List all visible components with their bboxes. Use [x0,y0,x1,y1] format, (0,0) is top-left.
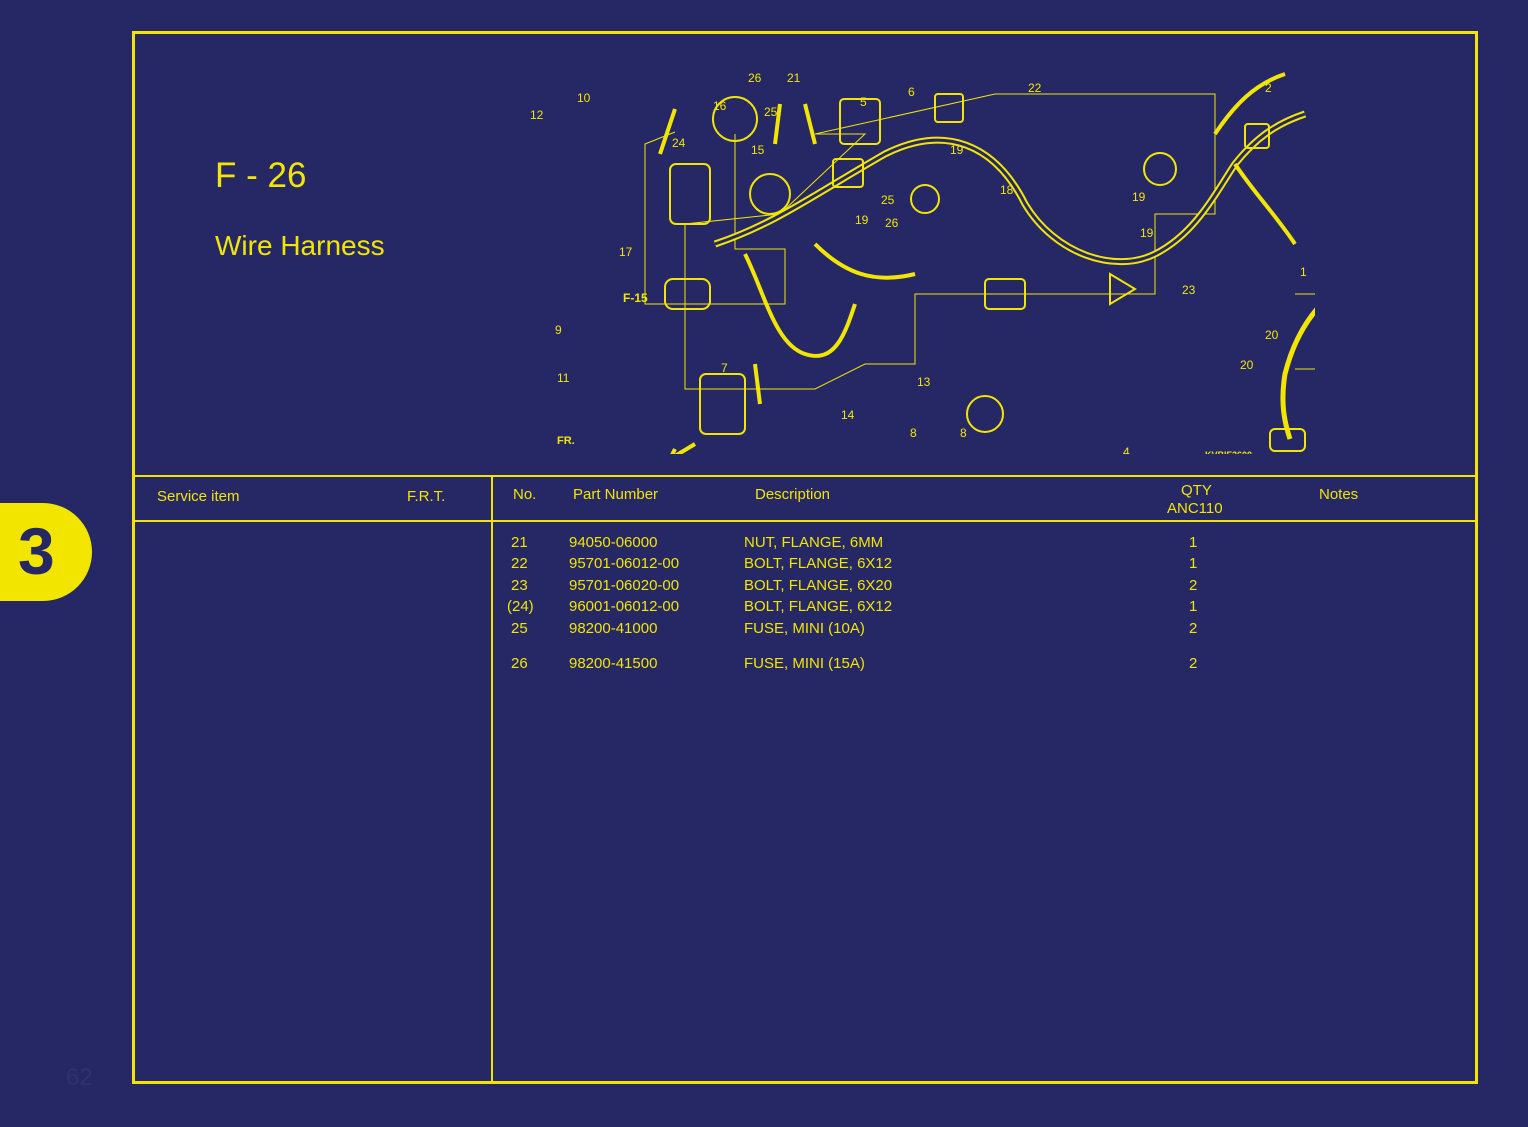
diagram-callout: 18 [1000,183,1014,197]
row-part-number: 98200-41500 [569,655,658,672]
row-no: 23 [511,577,528,594]
diagram-callout: 8 [910,426,917,440]
section-tab: 3 [0,503,92,601]
diagram-callout: 11 [557,371,570,385]
diagram-callout: 23 [790,453,804,454]
diagram-callout: 15 [751,143,765,157]
row-description: BOLT, FLANGE, 6X12 [744,598,893,615]
row-qty: 2 [1189,620,1198,637]
row-qty: 2 [1189,655,1198,672]
header-frt: F.R.T. [407,488,446,505]
row-no: 22 [511,555,528,572]
diagram-callout: 19 [950,143,964,157]
diagram-callout: 25 [764,105,778,119]
row-part-number: 95701-06012-00 [569,555,680,572]
header-notes: Notes [1319,486,1359,503]
diagram-callout: 16 [713,99,727,113]
row-description: NUT, FLANGE, 6MM [744,534,884,551]
diagram-callout: 14 [841,408,855,422]
table-header-rule [135,520,1475,522]
row-no: 21 [511,534,528,551]
row-qty: 2 [1189,577,1198,594]
diagram-code: KVBIF2600 [1205,450,1252,454]
diagram-callout: 24 [672,136,686,150]
diagram-callout: 5 [860,95,867,109]
row-no: (24) [507,598,534,615]
diagram-callout: 4 [1123,445,1130,454]
diagram-callout: 1 [1300,265,1307,279]
diagram-callout: 19 [1132,190,1146,204]
row-part-number: 94050-06000 [569,534,658,551]
diagram-callout: 7 [721,361,728,375]
header-no: No. [513,486,537,503]
diagram-callout: 12 [530,108,544,122]
row-qty: 1 [1189,534,1198,551]
header-description: Description [755,486,831,503]
table-column-divider [491,475,493,1081]
header-service-item: Service item [157,488,240,505]
diagram-callout: 26 [885,216,899,230]
section-tab-number: 3 [18,514,55,588]
table-top-rule [135,475,1475,477]
diagram-callout: 10 [577,91,591,105]
row-qty: 1 [1189,555,1198,572]
diagram-callout: 17 [619,245,633,259]
diagram-callout: 6 [908,85,915,99]
row-part-number: 98200-41000 [569,620,658,637]
diagram-callout: 26 [748,71,762,85]
row-description: BOLT, FLANGE, 6X12 [744,555,893,572]
diagram-callout: 2 [1265,81,1272,95]
row-part-number: 95701-06020-00 [569,577,680,594]
reference-label: F-15 [623,291,648,305]
diagram-callout: 19 [855,213,869,227]
wire-harness-diagram: 1234567889101112131415161718191919192020… [530,71,1315,454]
figure-code: F - 26 [215,156,307,195]
diagram-callout: 8 [960,426,967,440]
row-description: BOLT, FLANGE, 6X20 [744,577,893,594]
diagram-callout: 20 [1240,358,1254,372]
diagram-callout: 13 [917,375,931,389]
diagram-callout: 22 [1028,81,1042,95]
row-description: FUSE, MINI (15A) [744,655,865,672]
diagram-callout: 9 [555,323,562,337]
header-qty: QTY [1181,482,1212,499]
diagram-callout: 25 [881,193,895,207]
row-qty: 1 [1189,598,1198,615]
parts-page-frame: F - 26 Wire Harness [132,31,1478,1084]
row-part-number: 96001-06012-00 [569,598,680,615]
diagram-callout: 23 [1182,283,1196,297]
row-no: 25 [511,620,528,637]
figure-name: Wire Harness [215,230,385,261]
header-part-number: Part Number [573,486,659,503]
row-no: 26 [511,655,528,672]
row-description: FUSE, MINI (10A) [744,620,865,637]
diagram-callout: 20 [1265,328,1279,342]
page-number: 62 [66,1064,93,1091]
front-label: FR. [557,435,575,447]
header-model: ANC110 [1167,500,1223,517]
diagram-callout: 21 [787,71,801,85]
diagram-callout: 19 [1140,226,1154,240]
